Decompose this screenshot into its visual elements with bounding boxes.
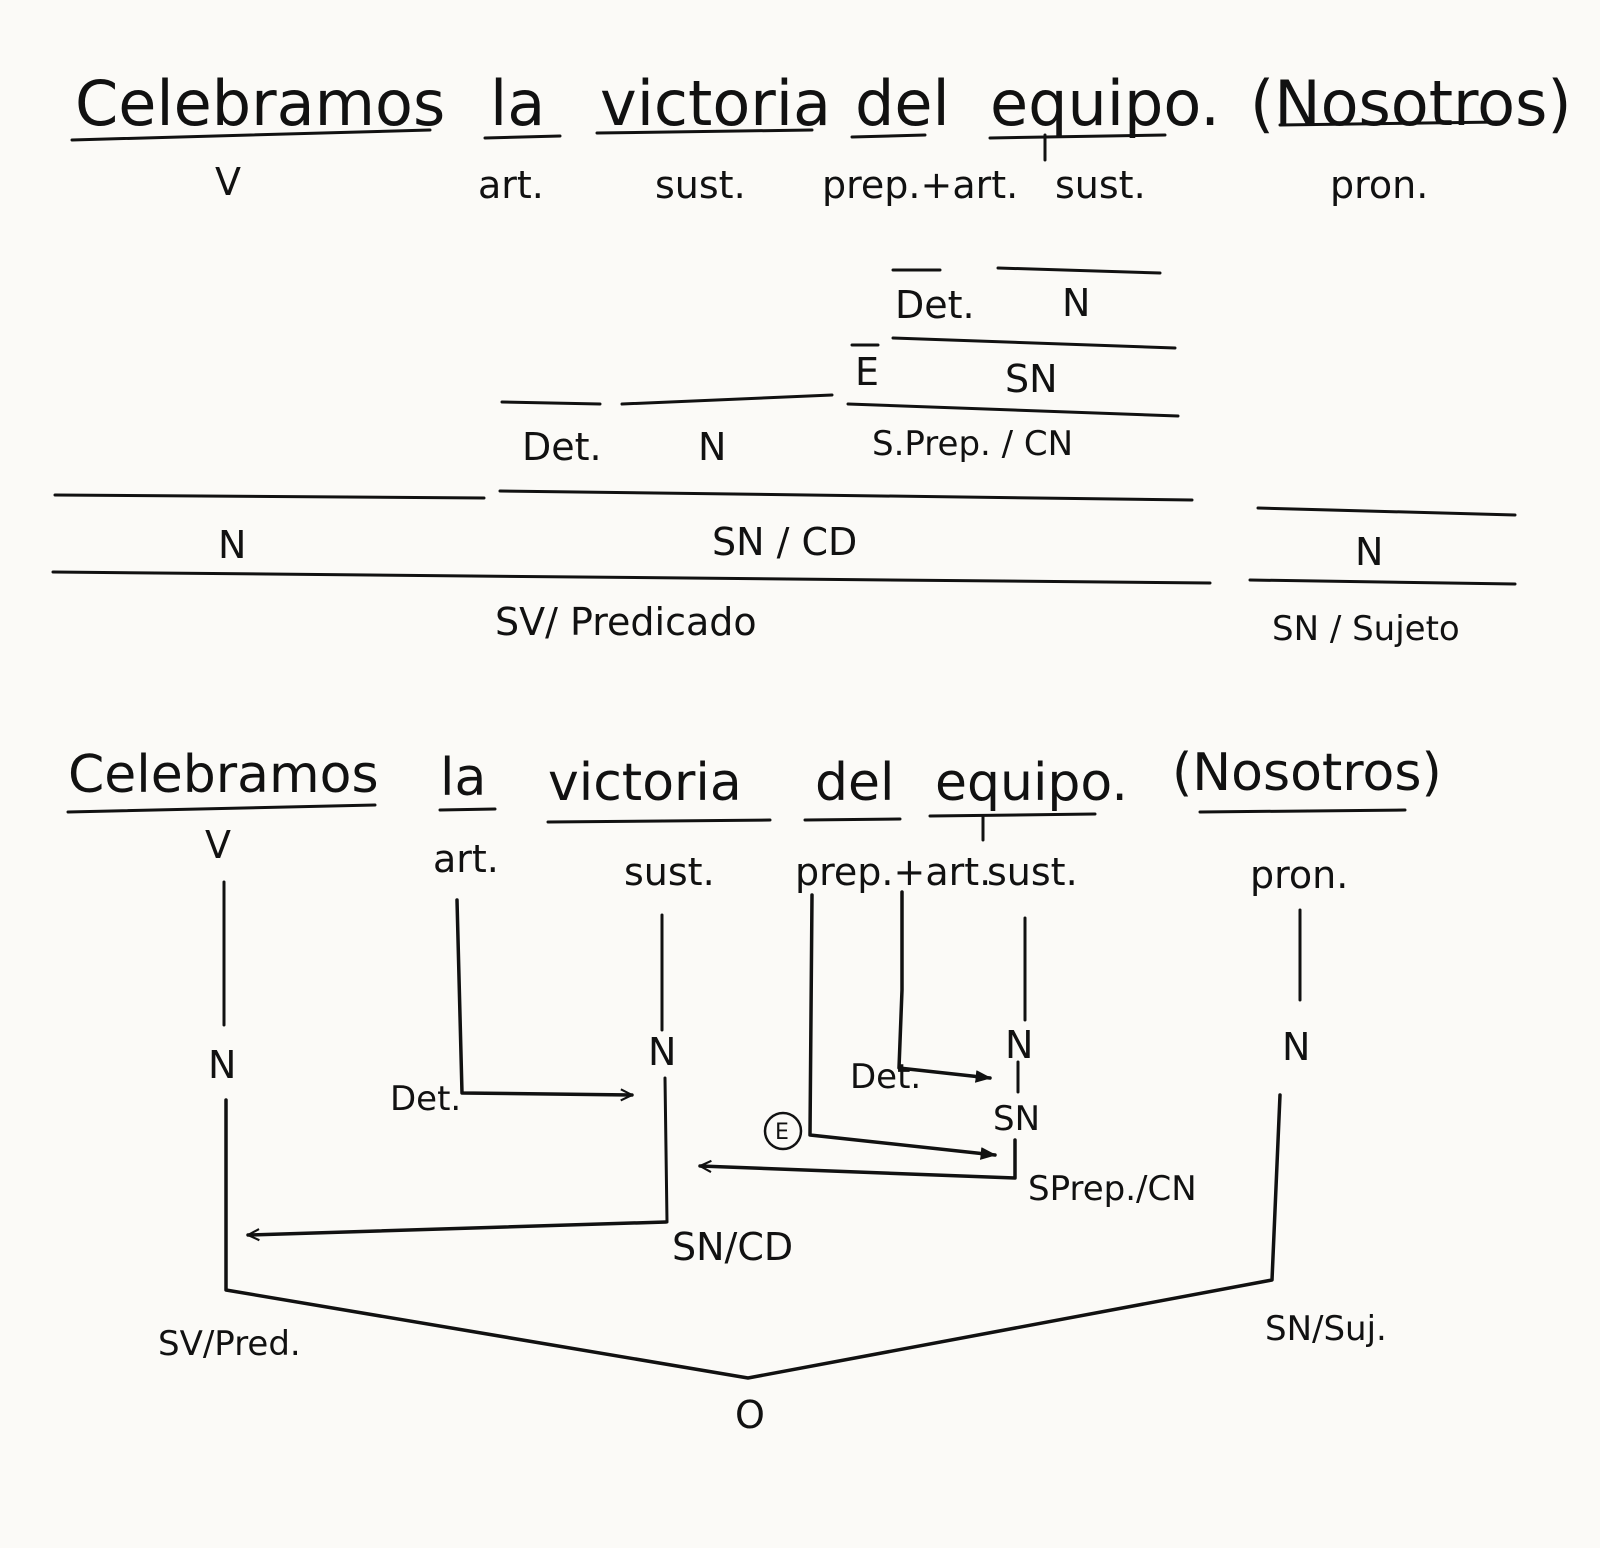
word-la: la xyxy=(490,67,545,140)
box-analysis: Det. N E SN Det. N S.Prep. / CN N SN / C… xyxy=(51,266,1517,649)
bar-sv-predicado xyxy=(51,570,1212,585)
underline-nosotros xyxy=(1278,120,1502,127)
tree-word-del: del xyxy=(815,753,894,813)
edge-sprep-to-n-victoria xyxy=(698,1138,1017,1180)
tree-label-n-equipo: N xyxy=(1005,1023,1033,1067)
label-n-l2: N xyxy=(698,425,726,469)
cat-art: art. xyxy=(478,163,544,207)
top-sentence: Celebramos la victoria del equipo. (Noso… xyxy=(70,67,1572,207)
underline-la xyxy=(483,134,562,140)
tree-label-sn-equipo: SN xyxy=(993,1099,1040,1139)
tree-label-sn-cd: SN/CD xyxy=(672,1225,793,1269)
label-n-pron-l1: N xyxy=(1355,530,1383,574)
cat-pron: pron. xyxy=(1330,163,1428,207)
edge-det-la-to-n xyxy=(455,898,634,1095)
tree-cat-prep-art: prep.+art. xyxy=(795,850,991,894)
tree-label-n-verb: N xyxy=(208,1043,236,1087)
tree-label-n-victoria: N xyxy=(648,1030,676,1074)
tree-label-sv-pred: SV/Pred. xyxy=(158,1324,301,1364)
tree-word-victoria: victoria xyxy=(548,753,742,813)
tree-word-la: la xyxy=(440,748,486,808)
edge-oration-bracket xyxy=(224,1093,1282,1380)
tree-underline-celebramos xyxy=(66,803,377,814)
bar-sprep xyxy=(846,402,1180,418)
tree-word-equipo: equipo. xyxy=(935,753,1128,813)
tree-label-e: E xyxy=(775,1120,789,1145)
label-e-l3: E xyxy=(855,350,879,394)
tree-label-sn-suj: SN/Suj. xyxy=(1265,1309,1387,1349)
label-sn-sujeto: SN / Sujeto xyxy=(1272,609,1460,649)
word-celebramos: Celebramos xyxy=(75,67,445,140)
tree-analysis: N Det. N SN/CD E Det. N SN SPrep./CN N S… xyxy=(158,880,1387,1437)
label-n-verb-l1: N xyxy=(218,523,246,567)
word-victoria: victoria xyxy=(600,67,831,140)
tree-underline-la xyxy=(438,807,497,812)
tree-cat-sust-2: sust. xyxy=(987,850,1078,894)
label-det-l2: Det. xyxy=(522,425,602,469)
label-sv-predicado: SV/ Predicado xyxy=(495,600,757,644)
word-del: del xyxy=(855,67,950,140)
bar-det-la xyxy=(500,400,602,406)
edge-e-to-sprep xyxy=(808,893,997,1160)
cat-sust-2: sust. xyxy=(1055,163,1146,207)
tree-label-n-pron: N xyxy=(1282,1025,1310,1069)
tree-label-det-del: Det. xyxy=(850,1057,921,1097)
bar-sn-equipo xyxy=(891,336,1177,350)
tree-cat-sust-1: sust. xyxy=(624,850,715,894)
word-equipo: equipo. xyxy=(990,67,1220,140)
tree-underline-equipo xyxy=(928,812,1097,818)
label-sn-cd-l1: SN / CD xyxy=(712,520,857,564)
tree-label-sprep-cn: SPrep./CN xyxy=(1028,1169,1197,1209)
underline-celebramos xyxy=(70,128,432,142)
edge-det-del-to-n xyxy=(897,890,992,1083)
tree-label-o: O xyxy=(735,1393,765,1437)
tree-underline-del xyxy=(803,817,902,822)
tree-underline-nosotros xyxy=(1198,808,1407,814)
label-det-l4: Det. xyxy=(895,283,975,327)
tree-cat-v: V xyxy=(205,823,231,867)
label-n-l4: N xyxy=(1062,281,1090,325)
tree-cat-art: art. xyxy=(433,837,499,881)
word-nosotros: (Nosotros) xyxy=(1250,67,1572,140)
bar-n-equipo xyxy=(996,266,1162,275)
bar-n-victoria xyxy=(620,393,834,406)
tree-word-nosotros: (Nosotros) xyxy=(1172,743,1442,803)
label-sprep-cn: S.Prep. / CN xyxy=(872,424,1073,464)
edge-n-victoria-down xyxy=(663,1076,669,1224)
bar-sn-sujeto xyxy=(1248,578,1517,586)
label-sn-l3: SN xyxy=(1005,357,1058,401)
underline-equipo xyxy=(988,133,1167,140)
bar-n-verb xyxy=(53,493,486,500)
tree-cat-pron: pron. xyxy=(1250,853,1348,897)
tree-label-det-la: Det. xyxy=(390,1079,461,1119)
cat-v: V xyxy=(215,160,241,204)
cat-sust-1: sust. xyxy=(655,163,746,207)
bar-sn-cd xyxy=(498,489,1194,502)
edge-sncd-to-verb xyxy=(246,1220,668,1235)
underline-del xyxy=(850,133,927,139)
bottom-sentence: Celebramos la victoria del equipo. (Noso… xyxy=(66,743,1442,897)
tree-word-celebramos: Celebramos xyxy=(68,745,379,805)
underline-victoria xyxy=(595,128,814,135)
bar-n-pron xyxy=(1256,506,1517,517)
e-circle xyxy=(763,1111,803,1151)
tree-underline-victoria xyxy=(546,818,772,824)
cat-prep-art: prep.+art. xyxy=(822,163,1018,207)
